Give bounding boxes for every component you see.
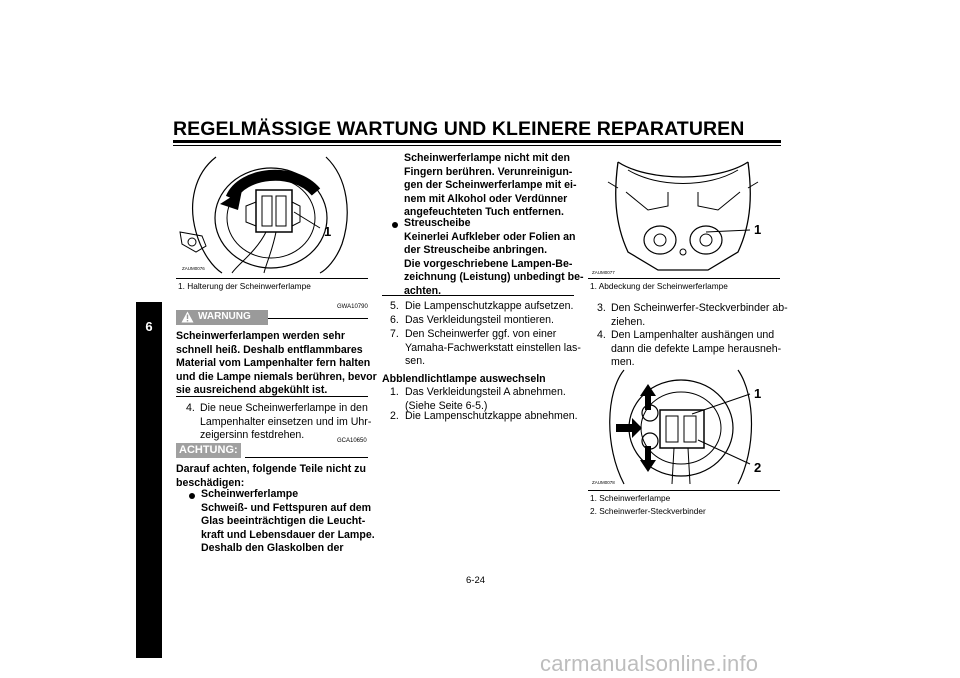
caution-item-line: Deshalb den Glaskolben der [201, 542, 344, 555]
step-line: ziehen. [611, 315, 646, 328]
caution-item-bulb: Scheinwerferlampe Schweiß- und Fettspure… [201, 488, 375, 556]
page-title: REGELMÄSSIGE WARTUNG UND KLEINERE REPARA… [173, 118, 745, 140]
warning-line: Material vom Lampenhalter fern halten [176, 357, 371, 370]
step-6-text: Das Verkleidungsteil montieren. [405, 314, 554, 326]
caution-item-line: Keinerlei Aufkleber oder Folien an [404, 230, 576, 243]
warning-line: sie ausreichend abgekühlt ist. [176, 384, 328, 397]
caution-item-lens: Streuscheibe Keinerlei Aufkleber oder Fo… [404, 217, 583, 299]
figure3-callout-1: 1 [754, 386, 761, 401]
step-line: men. [611, 356, 635, 369]
figure1-caption: 1. Halterung der Scheinwerferlampe [178, 281, 311, 291]
step-right-3-text: Den Scheinwerfer-Steckverbinder ab- zieh… [611, 302, 788, 329]
page-number: 6-24 [466, 575, 486, 586]
step-6-number: 6. [390, 314, 399, 326]
step-5-number: 5. [390, 300, 399, 312]
caution-item-line: Fingern berühren. Verunreinigun- [404, 165, 573, 178]
figure2-rule [588, 278, 780, 279]
caution-item-line: Scheinwerferlampe nicht mit den [404, 152, 571, 164]
title-rule [173, 140, 781, 143]
step-line: sen. [405, 355, 426, 368]
low-beam-step-1-number: 1. [390, 386, 399, 398]
figure2-callout: 1 [754, 222, 761, 237]
figure2-code: ZAUM0077 [592, 270, 615, 275]
warning-line: schnell heiß. Deshalb entflammbares [176, 343, 363, 356]
figure-bulb-holder: 1 ZAUM0076 [179, 156, 348, 274]
step-right-4-text: Den Lampenhalter aushängen und dann die … [611, 329, 781, 370]
caution-intro-line: beschädigen: [176, 476, 245, 489]
low-beam-step-1-text: Das Verkleidungsteil A abnehmen. (Siehe … [405, 386, 566, 413]
caution-item-line: angefeuchteten Tuch entfernen. [404, 206, 564, 219]
figure2-caption: 1. Abdeckung der Scheinwerferlampe [590, 281, 728, 291]
step-right-4-number: 4. [597, 329, 606, 341]
step-line: Den Lampenhalter aushängen und [611, 329, 775, 341]
step-4-number: 4. [186, 402, 195, 414]
warning-line: und die Lampe niemals berühren, bevor [176, 370, 377, 383]
chapter-tab: 6 [136, 302, 162, 658]
caution-head-rule [245, 457, 368, 458]
figure3-callout-2: 2 [754, 460, 761, 475]
caution-item-line: Die vorgeschriebene Lampen-Be- [404, 257, 573, 270]
caution-item-line: Scheinwerferlampe [201, 488, 299, 500]
caution-intro: Darauf achten, folgende Teile nicht zu b… [176, 463, 366, 490]
caution-item-line: Glas beeinträchtigen die Leucht- [201, 515, 366, 528]
figure3-caption-2: 2. Scheinwerfer-Steckverbinder [590, 506, 706, 516]
warning-badge-label: WARNUNG [198, 311, 251, 322]
step-line: zeigersinn festdrehen. [200, 429, 305, 442]
step-line: Lampenhalter einsetzen und im Uhr- [200, 415, 372, 428]
caution-code: GCA10650 [337, 438, 367, 444]
step-right-3-number: 3. [597, 302, 606, 314]
figure1-code: ZAUM0076 [182, 266, 205, 271]
caution-intro-line: Darauf achten, folgende Teile nicht zu [176, 463, 366, 475]
caution-item-line: kraft und Lebensdauer der Lampe. [201, 528, 375, 541]
figure-bulb-connector: 1 2 ZAUM0078 [592, 369, 761, 485]
chapter-tab-label: 6 [145, 319, 153, 334]
figure3-rule [588, 490, 780, 491]
low-beam-step-2-number: 2. [390, 410, 399, 422]
caution-item-line: der Streuscheibe anbringen. [404, 244, 548, 257]
figure1-callout: 1 [324, 224, 331, 239]
caution-badge: ACHTUNG: [176, 443, 241, 458]
step-line: Yamaha-Fachwerkstatt einstellen las- [405, 341, 581, 354]
low-beam-step-2-text: Die Lampenschutzkappe abnehmen. [405, 410, 578, 422]
step-line: Den Scheinwerfer-Steckverbinder ab- [611, 302, 788, 314]
step-4-text: Die neue Scheinwerferlampe in den Lampen… [200, 402, 371, 443]
caution-item-line: zeichnung (Leistung) unbedingt be- [404, 271, 584, 284]
warning-end-rule [176, 396, 368, 397]
caution-item-line: gen der Scheinwerferlampe mit ei- [404, 179, 577, 192]
caution-item-bulb-cont: Scheinwerferlampe nicht mit den Fingern … [404, 152, 577, 220]
warning-triangle-icon [181, 311, 194, 326]
step-line: Die neue Scheinwerferlampe in den [200, 402, 368, 414]
step-line: Den Scheinwerfer ggf. von einer [405, 328, 557, 340]
bullet-icon [392, 222, 398, 228]
warning-line: Scheinwerferlampen werden sehr [176, 330, 345, 342]
footer-watermark: carmanualsonline.info [540, 651, 759, 676]
caution-item-line: achten. [404, 284, 442, 297]
warning-badge: WARNUNG [176, 310, 268, 325]
step-7-number: 7. [390, 328, 399, 340]
step-line: dann die defekte Lampe herausneh- [611, 342, 782, 355]
caution-item-line: nem mit Alkohol oder Verdünner [404, 192, 568, 205]
caution-end-rule [382, 295, 574, 296]
step-7-text: Den Scheinwerfer ggf. von einer Yamaha-F… [405, 328, 581, 369]
caution-item-line: Schweiß- und Fettspuren auf dem [201, 501, 372, 514]
figure-headlight-cover: 1 ZAUM0077 [592, 161, 761, 275]
step-5-text: Die Lampenschutzkappe aufsetzen. [405, 300, 574, 312]
step-line: Das Verkleidungsteil A abnehmen. [405, 386, 566, 398]
warning-head-rule [268, 318, 368, 319]
low-beam-heading: Abblendlichtlampe auswechseln [382, 373, 546, 385]
caution-badge-label: ACHTUNG: [179, 444, 238, 456]
figure1-rule [176, 278, 368, 279]
warning-text: Scheinwerferlampen werden sehr schnell h… [176, 330, 377, 398]
warning-code: GWA10790 [337, 304, 368, 310]
figure3-code: ZAUM0078 [592, 480, 615, 485]
caution-item-line: Streuscheibe [404, 217, 471, 229]
bullet-icon [189, 493, 195, 499]
figure3-caption-1: 1. Scheinwerferlampe [590, 493, 671, 503]
step-line: (Siehe Seite 6-5.) [405, 399, 488, 412]
title-rule-thin [173, 145, 781, 146]
